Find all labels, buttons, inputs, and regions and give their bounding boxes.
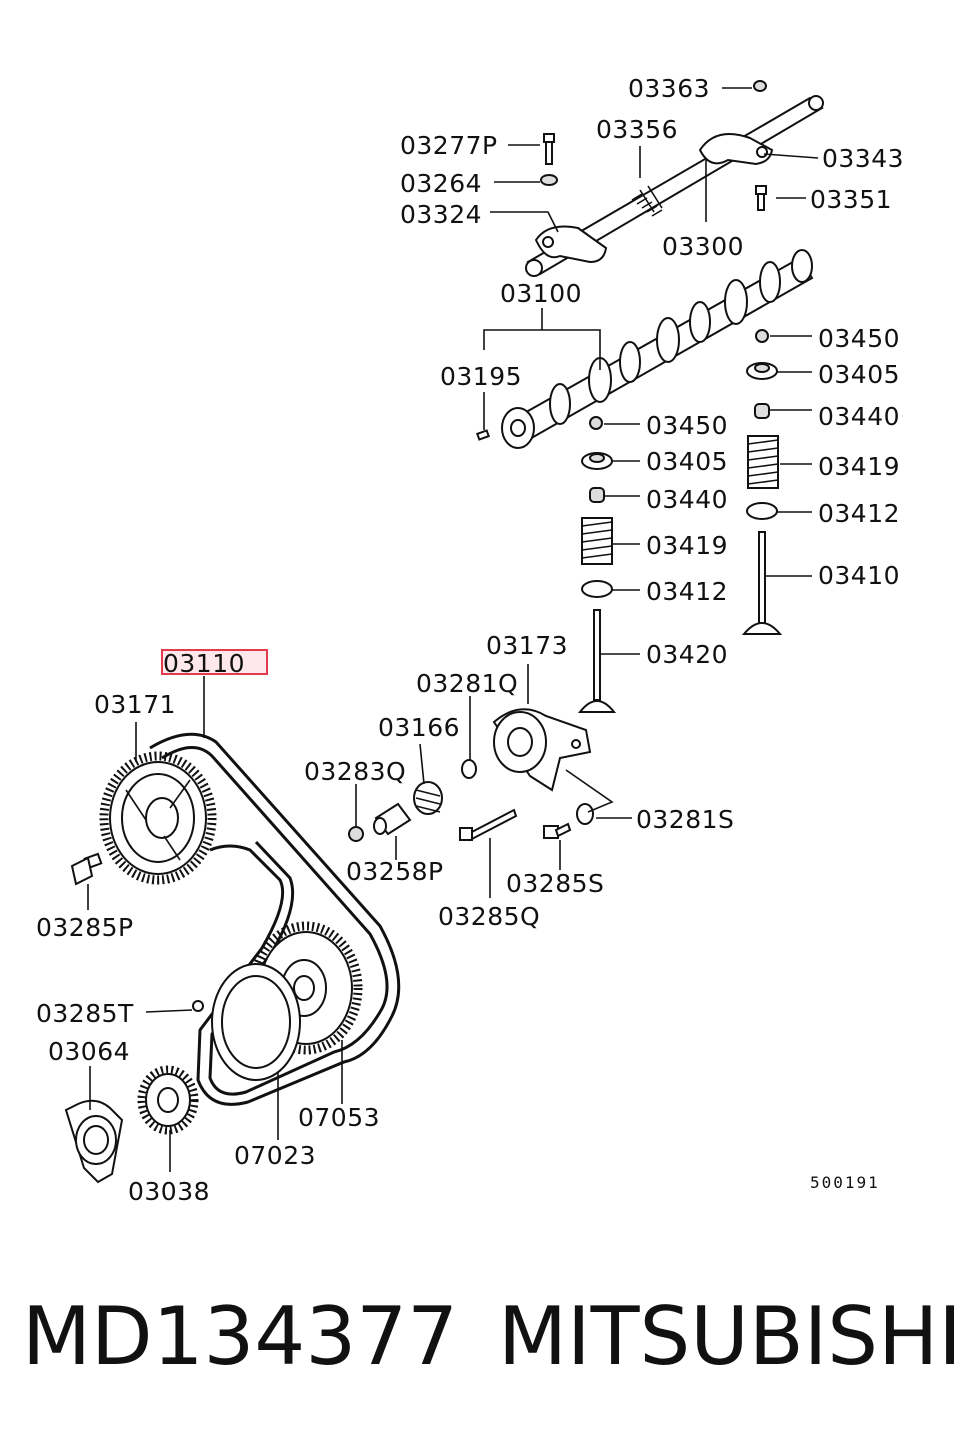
small-bolts (70, 852, 204, 1012)
label-03450-left[interactable]: 03450 (646, 411, 728, 440)
part-number-caption: MD134377 (22, 1290, 458, 1383)
label-03285p[interactable]: 03285P (36, 913, 134, 942)
valve-train-left (577, 416, 617, 713)
label-03283q[interactable]: 03283Q (304, 757, 406, 786)
label-03363[interactable]: 03363 (628, 74, 710, 103)
label-03281q[interactable]: 03281Q (416, 669, 518, 698)
label-03285q[interactable]: 03285Q (438, 902, 540, 931)
balancer-sprocket (64, 1065, 199, 1184)
valve-train-right (741, 329, 783, 635)
label-07023[interactable]: 07023 (234, 1141, 316, 1170)
label-03450-right[interactable]: 03450 (818, 324, 900, 353)
label-03064[interactable]: 03064 (48, 1037, 130, 1066)
label-03171[interactable]: 03171 (94, 690, 176, 719)
part-labels: 03363 03277P 03356 03343 03264 03351 033… (36, 74, 904, 1206)
label-03038[interactable]: 03038 (128, 1177, 210, 1206)
label-03410[interactable]: 03410 (818, 561, 900, 590)
label-03343[interactable]: 03343 (822, 144, 904, 173)
label-03440-left[interactable]: 03440 (646, 485, 728, 514)
label-03412-right[interactable]: 03412 (818, 499, 900, 528)
label-03110[interactable]: 03110 (163, 649, 245, 678)
label-03405-left[interactable]: 03405 (646, 447, 728, 476)
label-03324[interactable]: 03324 (400, 200, 482, 229)
label-03195[interactable]: 03195 (440, 362, 522, 391)
label-03419-right[interactable]: 03419 (818, 452, 900, 481)
label-03356[interactable]: 03356 (596, 115, 678, 144)
label-03285s[interactable]: 03285S (506, 869, 604, 898)
label-03281s[interactable]: 03281S (636, 805, 734, 834)
label-03258p[interactable]: 03258P (346, 857, 444, 886)
label-03351[interactable]: 03351 (810, 185, 892, 214)
highlight-box (161, 649, 268, 675)
leader-lines (87, 87, 819, 1172)
label-03440-right[interactable]: 03440 (818, 402, 900, 431)
timing-belt (149, 732, 401, 1106)
label-03264[interactable]: 03264 (400, 169, 482, 198)
diagram-reference-code: 500191 (810, 1173, 880, 1192)
rocker-shaft-assembly (525, 80, 824, 277)
label-03166[interactable]: 03166 (378, 713, 460, 742)
label-03100[interactable]: 03100 (500, 279, 582, 308)
label-03173[interactable]: 03173 (486, 631, 568, 660)
camshaft-sprocket (99, 751, 217, 885)
brand-caption: MITSUBISHI (498, 1290, 960, 1383)
label-03300[interactable]: 03300 (662, 232, 744, 261)
label-07053[interactable]: 07053 (298, 1103, 380, 1132)
label-03285t[interactable]: 03285T (36, 999, 134, 1028)
label-03419-left[interactable]: 03419 (646, 531, 728, 560)
tensioner-assembly (348, 708, 594, 842)
camshaft (475, 249, 814, 449)
label-03420[interactable]: 03420 (646, 640, 728, 669)
label-03412-left[interactable]: 03412 (646, 577, 728, 606)
label-03277p[interactable]: 03277P (400, 131, 498, 160)
label-03405-right[interactable]: 03405 (818, 360, 900, 389)
crank-sprocket (211, 921, 363, 1081)
